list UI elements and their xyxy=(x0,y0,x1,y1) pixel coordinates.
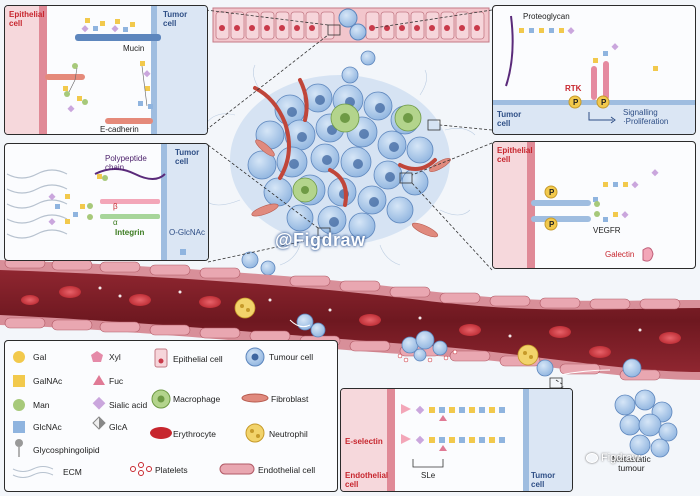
label-tumor-cell: Tumor cell xyxy=(163,10,188,28)
label-p3: P xyxy=(549,188,555,197)
label-beta: β xyxy=(113,202,118,211)
panel-mucin-ecadherin: Epithelial cell Tumor cell Mucin E-cadhe… xyxy=(4,5,208,135)
label-alpha: α xyxy=(113,218,118,227)
metastatic-tumour-cluster xyxy=(614,389,678,458)
legend-macrophage: Macrophage xyxy=(173,394,221,404)
legend-platelets: Platelets xyxy=(155,465,188,475)
legend-sialic: Sialic acid xyxy=(109,400,148,410)
label-e-cadherin: E-cadherin xyxy=(100,125,139,134)
legend-man: Man xyxy=(33,400,50,410)
epithelial-strip xyxy=(212,7,490,43)
panel-integrin: Polypeptide chain Tumor cell β α Integri… xyxy=(4,143,209,261)
label-integrin: Integrin xyxy=(115,228,145,237)
label-polypeptide-chain: Polypeptide chain xyxy=(105,154,147,172)
wechat-watermark: Figdraw xyxy=(586,452,640,464)
panel-rtk-graphic xyxy=(493,15,695,134)
legend-xyl: Xyl xyxy=(109,352,121,362)
legend-panel: Gal GalNAc Man GlcNAc Glycosphingolipid … xyxy=(4,340,338,492)
panel-vegfr-graphic xyxy=(493,142,659,268)
panel-proteoglycan-rtk: Proteoglycan RTK P P Tumor cell Signalli… xyxy=(492,5,696,135)
legend-fuc: Fuc xyxy=(109,376,124,386)
legend-epithelial: Epithelial cell xyxy=(173,354,223,364)
legend-glca: GlcA xyxy=(109,422,128,432)
legend-glycosphingolipid: Glycosphingolipid xyxy=(33,445,100,455)
legend-endothelial: Endothelial cell xyxy=(258,465,316,475)
label-p2: P xyxy=(601,98,607,107)
label-epithelial-cell: Epithelial cell xyxy=(9,10,45,28)
label-tumor-cell-3: Tumor cell xyxy=(497,110,522,128)
label-proteoglycan: Proteoglycan xyxy=(523,12,570,21)
label-p1: P xyxy=(573,98,579,107)
legend-icons xyxy=(12,347,269,478)
label-tumor-cell-2: Tumor cell xyxy=(175,148,200,166)
label-signalling: Signalling ·Proliferation xyxy=(623,108,669,126)
label-o-glcnac: O-GlcNAc xyxy=(169,228,205,237)
label-tumor-cell-4: Tumor cell xyxy=(531,471,556,489)
wechat-icon xyxy=(586,453,598,463)
legend-glcnac: GlcNAc xyxy=(33,422,62,432)
panel-e-selectin: E-selectin SLe Endothelial cell Tumor ce… xyxy=(340,388,573,492)
panel-vegfr: Epithelial cell P P VEGFR Galectin xyxy=(492,141,696,269)
label-p4: P xyxy=(549,220,555,229)
label-sle: SLe xyxy=(421,471,436,480)
label-vegfr: VEGFR xyxy=(593,226,621,235)
legend-galnac: GalNAc xyxy=(33,376,63,386)
figdraw-watermark: @Figdraw xyxy=(275,230,366,250)
label-mucin: Mucin xyxy=(123,44,145,53)
legend-fibroblast: Fibroblast xyxy=(271,394,309,404)
label-galectin: Galectin xyxy=(605,250,635,259)
label-e-selectin: E-selectin xyxy=(345,437,383,446)
panel-integrin-graphic xyxy=(6,144,208,260)
label-endothelial-cell: Endothelial cell xyxy=(345,471,389,489)
label-rtk: RTK xyxy=(565,84,582,93)
wechat-label: Figdraw xyxy=(601,452,641,464)
legend-gal: Gal xyxy=(33,352,47,362)
tumour-mass xyxy=(204,50,476,276)
legend-neutrophil: Neutrophil xyxy=(269,429,308,439)
panel-mucin-graphic xyxy=(5,6,207,134)
legend-ecm: ECM xyxy=(63,467,82,477)
label-epithelial-cell-2: Epithelial cell xyxy=(497,146,533,164)
legend-erythrocyte: Erythrocyte xyxy=(173,429,216,439)
legend-tumour: Tumour cell xyxy=(269,352,314,362)
panel-e-selectin-graphic xyxy=(341,389,572,491)
label-metastatic-tumour: Metastatic tumour xyxy=(612,454,651,473)
